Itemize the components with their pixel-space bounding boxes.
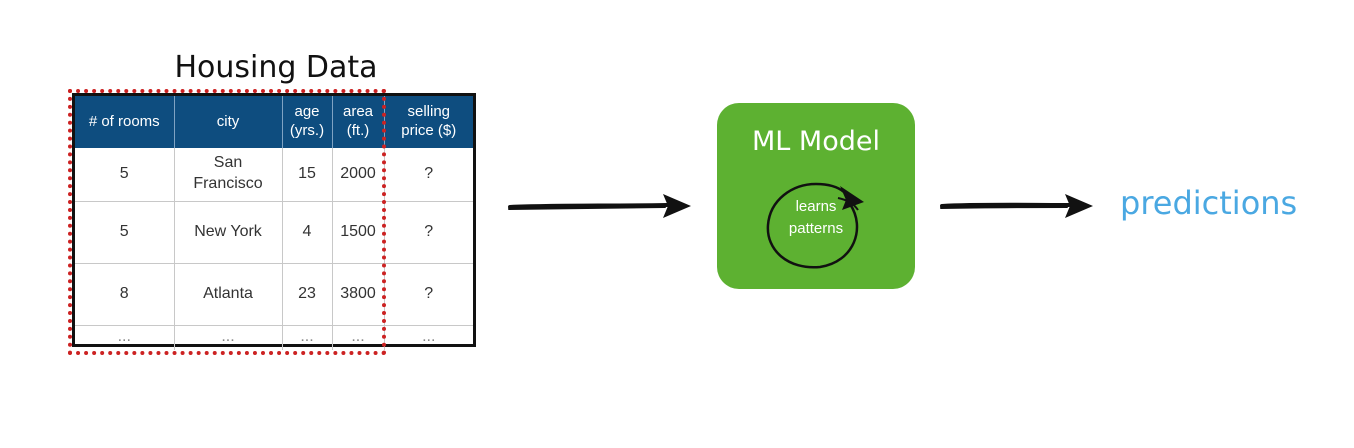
table-row: 8 Atlanta 23 3800 ? xyxy=(75,263,473,326)
model-subtitle-line1: learns xyxy=(795,198,837,215)
model-subtitle: learns patterns xyxy=(760,196,872,240)
model-title: ML Model xyxy=(752,126,880,157)
predictions-label: predictions xyxy=(1120,184,1298,222)
cell-rooms: 5 xyxy=(75,148,175,202)
header-city: city xyxy=(174,96,283,148)
model-subtitle-line2: patterns xyxy=(788,220,844,237)
cell-city: San Francisco xyxy=(174,148,283,202)
cell-ellipsis: ... xyxy=(75,325,175,350)
header-price: selling price ($) xyxy=(384,96,473,148)
table-header-row: # of rooms city age (yrs.) area (ft.) se… xyxy=(75,96,473,148)
ml-model-box xyxy=(717,103,915,289)
table-row: 5 New York 4 1500 ? xyxy=(75,201,473,264)
cell-ellipsis: ... xyxy=(282,325,333,350)
cell-ellipsis: ... xyxy=(332,325,385,350)
arrow-to-predictions-icon xyxy=(940,194,1093,218)
cell-ellipsis: ... xyxy=(174,325,283,350)
cell-rooms: 8 xyxy=(75,263,175,326)
header-area: area (ft.) xyxy=(332,96,385,148)
table-row: 5 San Francisco 15 2000 ? xyxy=(75,148,473,202)
arrow-to-model-icon xyxy=(508,194,691,218)
header-age: age (yrs.) xyxy=(282,96,333,148)
cell-area: 2000 xyxy=(332,148,385,202)
cell-area: 1500 xyxy=(332,201,385,264)
cell-ellipsis: ... xyxy=(422,328,436,346)
cycle-arrow-icon xyxy=(766,182,864,269)
cell-price: ? xyxy=(384,148,473,202)
cell-rooms: 5 xyxy=(75,201,175,264)
table-title: Housing Data xyxy=(174,50,378,85)
housing-data-table: # of rooms city age (yrs.) area (ft.) se… xyxy=(72,93,476,350)
cell-age: 4 xyxy=(282,201,333,264)
table-row: ... ... ... ... ... xyxy=(75,325,473,350)
cell-city: New York xyxy=(174,201,283,264)
cell-city: Atlanta xyxy=(174,263,283,326)
cell-price: ? xyxy=(384,201,473,264)
cell-age: 23 xyxy=(282,263,333,326)
cell-area: 3800 xyxy=(332,263,385,326)
header-rooms: # of rooms xyxy=(75,96,175,148)
cell-price: ? xyxy=(384,263,473,326)
cell-age: 15 xyxy=(282,148,333,202)
